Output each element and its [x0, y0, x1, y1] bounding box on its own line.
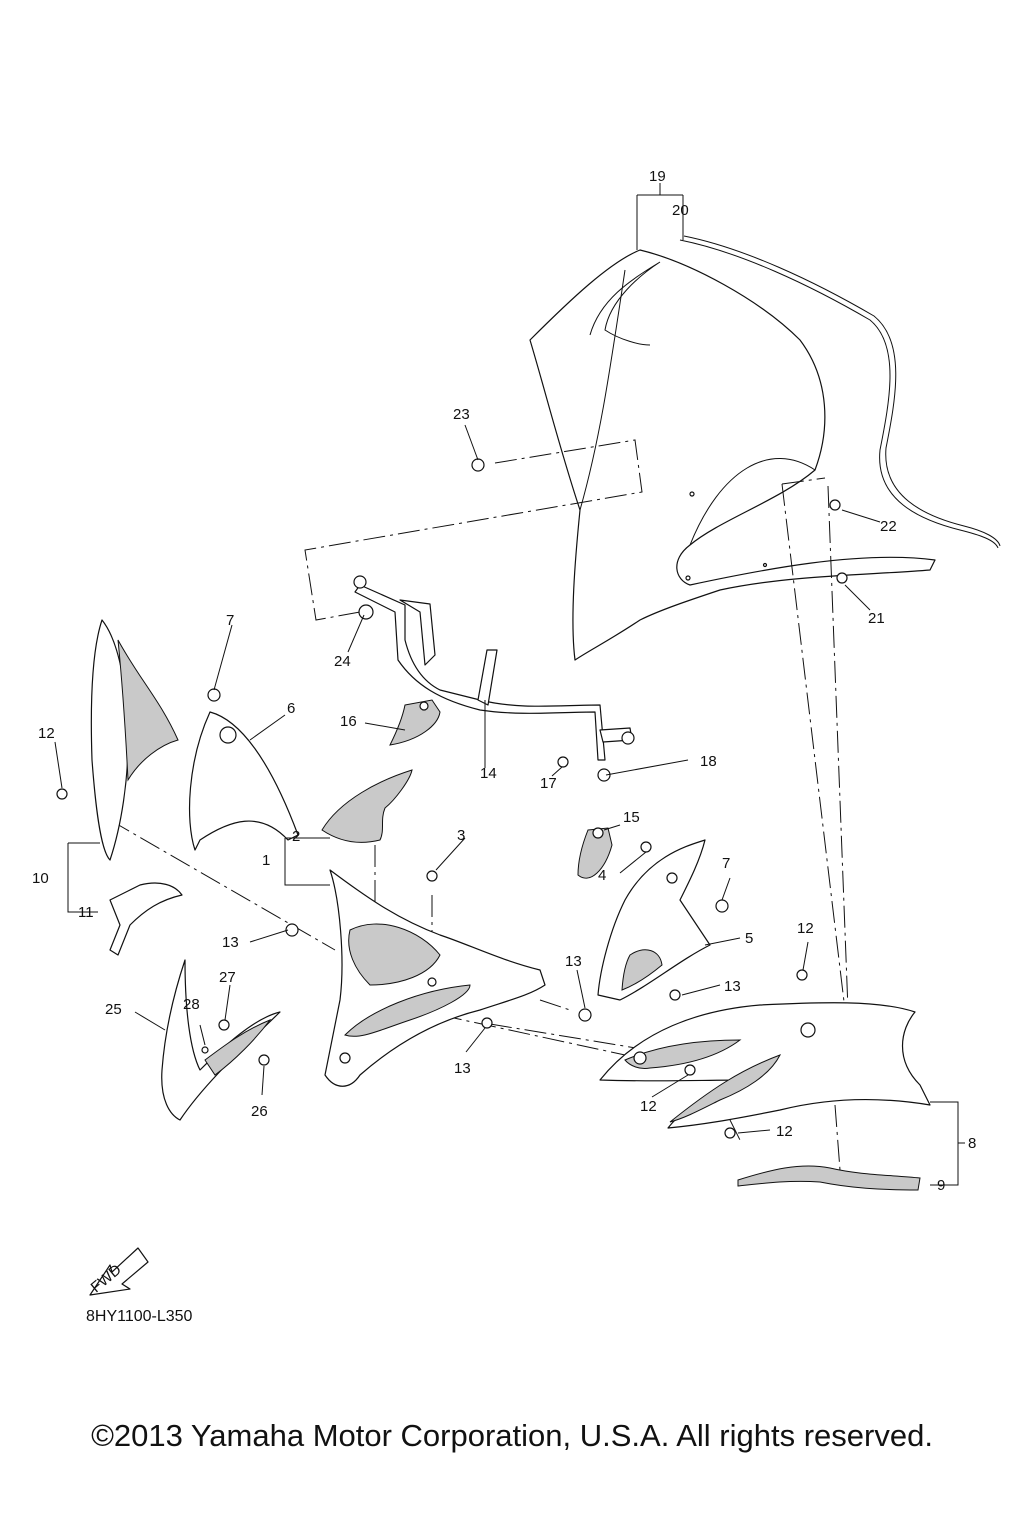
leader-lines	[54, 183, 965, 1186]
callout-7a: 7	[226, 612, 234, 629]
inner-panel-2	[321, 769, 413, 843]
callout-12d: 12	[776, 1123, 793, 1140]
callout-12a: 12	[38, 725, 55, 742]
side-cowling-8	[599, 1002, 931, 1129]
callout-10: 10	[32, 870, 49, 887]
stay-frame	[353, 575, 635, 761]
callout-21: 21	[868, 610, 885, 627]
callout-15: 15	[623, 809, 640, 826]
copyright-notice: ©2013 Yamaha Motor Corporation, U.S.A. A…	[91, 1418, 933, 1453]
callout-17: 17	[540, 775, 557, 792]
callout-26: 26	[251, 1103, 268, 1120]
callout-13b: 13	[565, 953, 582, 970]
callout-12b: 12	[797, 920, 814, 937]
callout-9: 9	[937, 1177, 945, 1194]
left-side-panel	[90, 619, 183, 956]
callout-18: 18	[700, 753, 717, 770]
callout-1: 1	[262, 852, 270, 869]
air-ducts	[389, 699, 613, 879]
callout-4: 4	[598, 867, 606, 884]
callouts: 19 20 23 22 21 7 24 6 12 16 18 14 17 15 …	[32, 168, 976, 1194]
callout-8: 8	[968, 1135, 976, 1152]
callout-3: 3	[457, 827, 465, 844]
callout-6: 6	[287, 700, 295, 717]
windshield	[529, 235, 1001, 661]
callout-7b: 7	[722, 855, 730, 872]
callout-20: 20	[672, 202, 689, 219]
under-cowling-1	[324, 869, 546, 1087]
lower-cowling-25	[161, 959, 281, 1121]
callout-25: 25	[105, 1001, 122, 1018]
panel-6	[188, 711, 299, 851]
callout-5: 5	[745, 930, 753, 947]
callout-11: 11	[78, 904, 94, 921]
trim-9	[737, 1165, 921, 1191]
fasteners	[56, 458, 848, 1139]
diagram-code: 8HY1100-L350	[86, 1308, 193, 1325]
callout-2: 2	[292, 828, 300, 845]
callout-28: 28	[183, 996, 200, 1013]
callout-24: 24	[334, 653, 351, 670]
callout-14: 14	[480, 765, 497, 782]
callout-13a: 13	[222, 934, 239, 951]
callout-22: 22	[880, 518, 897, 535]
callout-13c: 13	[724, 978, 741, 995]
fwd-arrow	[89, 1247, 149, 1296]
callout-23: 23	[453, 406, 470, 423]
callout-16: 16	[340, 713, 357, 730]
callout-13d: 13	[454, 1060, 471, 1077]
inner-panel-5	[597, 839, 711, 1001]
callout-12c: 12	[640, 1098, 657, 1115]
callout-19: 19	[649, 168, 666, 185]
callout-27: 27	[219, 969, 236, 986]
